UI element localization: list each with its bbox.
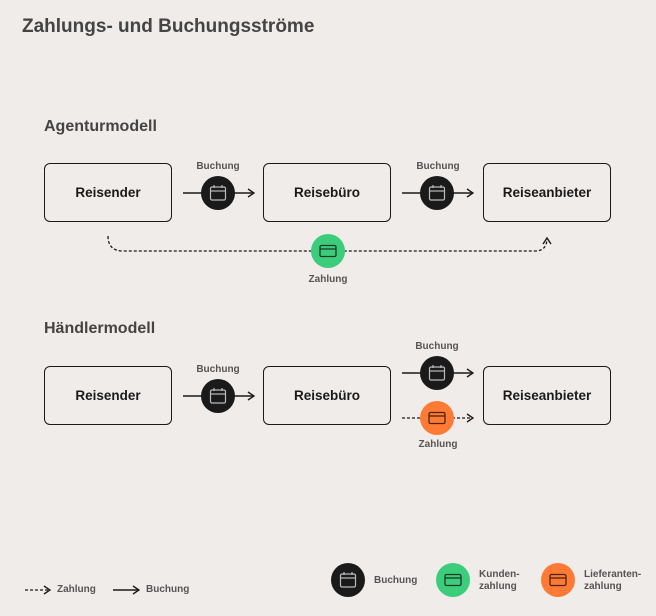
booking-label: Buchung	[415, 341, 459, 352]
calendar-icon	[201, 176, 235, 210]
legend-supplier-payment-label: Lieferanten- zahlung	[584, 569, 641, 593]
legend-customer-payment-line2: zahlung	[479, 581, 517, 592]
calendar-icon	[420, 356, 454, 390]
calendar-icon	[201, 379, 235, 413]
node-travel-provider: Reiseanbieter	[483, 163, 611, 222]
payment-label: Zahlung	[418, 439, 458, 450]
node-travel-provider: Reiseanbieter	[483, 366, 611, 425]
legend-credit-card-icon	[436, 563, 470, 597]
legend-solid-label: Buchung	[146, 584, 190, 595]
payment-label: Zahlung	[308, 274, 348, 285]
credit-card-icon	[311, 234, 345, 268]
agency-model-heading: Agenturmodell	[44, 118, 157, 135]
credit-card-icon	[420, 401, 454, 435]
legend-supplier-payment-line2: zahlung	[584, 581, 622, 592]
legend-credit-card-icon	[541, 563, 575, 597]
calendar-icon	[420, 176, 454, 210]
legend-customer-payment-line1: Kunden-	[479, 569, 520, 580]
booking-label: Buchung	[196, 364, 240, 375]
node-traveler: Reisender	[44, 163, 172, 222]
legend-supplier-payment-line1: Lieferanten-	[584, 569, 642, 580]
node-traveler: Reisender	[44, 366, 172, 425]
page-title: Zahlungs- und Buchungsströme	[22, 16, 315, 37]
merchant-model-heading: Händlermodell	[44, 320, 156, 337]
legend-booking-label: Buchung	[374, 575, 418, 586]
legend-customer-payment-label: Kunden- zahlung	[479, 569, 520, 593]
legend-dashed-label: Zahlung	[57, 584, 96, 595]
node-travel-agency: Reisebüro	[263, 163, 391, 222]
booking-label: Buchung	[196, 161, 240, 172]
legend-calendar-icon	[331, 563, 365, 597]
booking-label: Buchung	[416, 161, 460, 172]
node-travel-agency: Reisebüro	[263, 366, 391, 425]
